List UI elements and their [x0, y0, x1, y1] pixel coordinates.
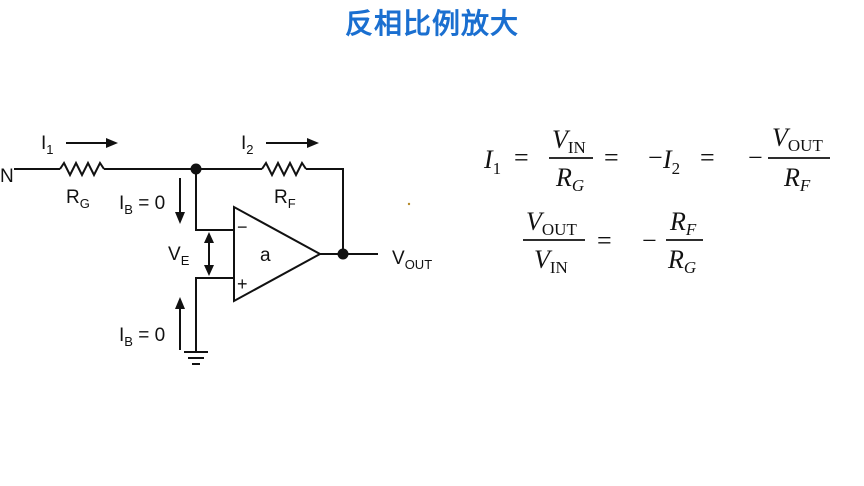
- eq1-frac2-num: VOUT: [772, 123, 823, 155]
- i2-label: I2: [241, 133, 254, 157]
- eq2-rhs-num: RF: [669, 207, 697, 239]
- eq2-lhs-num: VOUT: [526, 207, 577, 239]
- equation-2: VOUT VIN = − RF RG: [523, 207, 703, 277]
- eq1-equals-1: =: [514, 143, 529, 172]
- ib-bottom-arrow-head: [175, 297, 185, 309]
- stray-dot: [407, 202, 411, 206]
- eq2-lhs-den: VIN: [534, 245, 568, 277]
- arrows: [66, 138, 319, 350]
- ib-top-arrow-head: [175, 212, 185, 224]
- equation-1: I1 = VIN RG = − I2 = − VOUT RF: [483, 123, 830, 195]
- vout-label: VOUT: [392, 248, 432, 272]
- eq1-equals-2: =: [604, 143, 619, 172]
- ve-label: VE: [168, 244, 190, 268]
- resistor-rf: [261, 160, 307, 178]
- rg-label: RG: [66, 187, 90, 211]
- ib-bottom-label: IB = 0: [119, 325, 165, 349]
- ve-arrow-head-down: [204, 265, 214, 276]
- resistor-rg: [59, 160, 105, 178]
- eq1-equals-3: =: [700, 143, 715, 172]
- feedback-wire: [306, 168, 344, 254]
- opamp-triangle: [233, 205, 323, 303]
- i2-arrow-head: [307, 138, 319, 148]
- input-label: N: [0, 166, 14, 187]
- eq1-frac2-den: RF: [783, 163, 811, 195]
- eq1-lhs: I1: [483, 145, 501, 178]
- wires: [14, 160, 378, 365]
- output-node: [337, 248, 349, 260]
- opamp-label: a: [260, 245, 271, 266]
- eq2-neg-sign: −: [642, 226, 657, 255]
- eq2-rhs-den: RG: [667, 245, 696, 277]
- eq1-neg-frac-sign: −: [748, 143, 763, 172]
- eq1-frac1-den: RG: [555, 163, 584, 195]
- junction-node: [190, 163, 202, 175]
- ib-top-label: IB = 0: [119, 193, 165, 217]
- i1-label: I1: [41, 133, 54, 157]
- eq1-frac1-num: VIN: [552, 125, 586, 157]
- eq1-i2: I2: [662, 145, 680, 178]
- eq2-equals: =: [597, 226, 612, 255]
- page-title: 反相比例放大: [344, 7, 519, 40]
- eq1-neg-sign: −: [648, 143, 663, 172]
- rf-label: RF: [274, 187, 296, 211]
- inverting-sign: −: [237, 217, 248, 237]
- noninverting-input-wire: [195, 277, 234, 352]
- i1-arrow-head: [106, 138, 118, 148]
- ve-arrow-head-up: [204, 232, 214, 243]
- noninverting-sign: +: [237, 274, 248, 294]
- inverting-input-wire: [195, 169, 234, 231]
